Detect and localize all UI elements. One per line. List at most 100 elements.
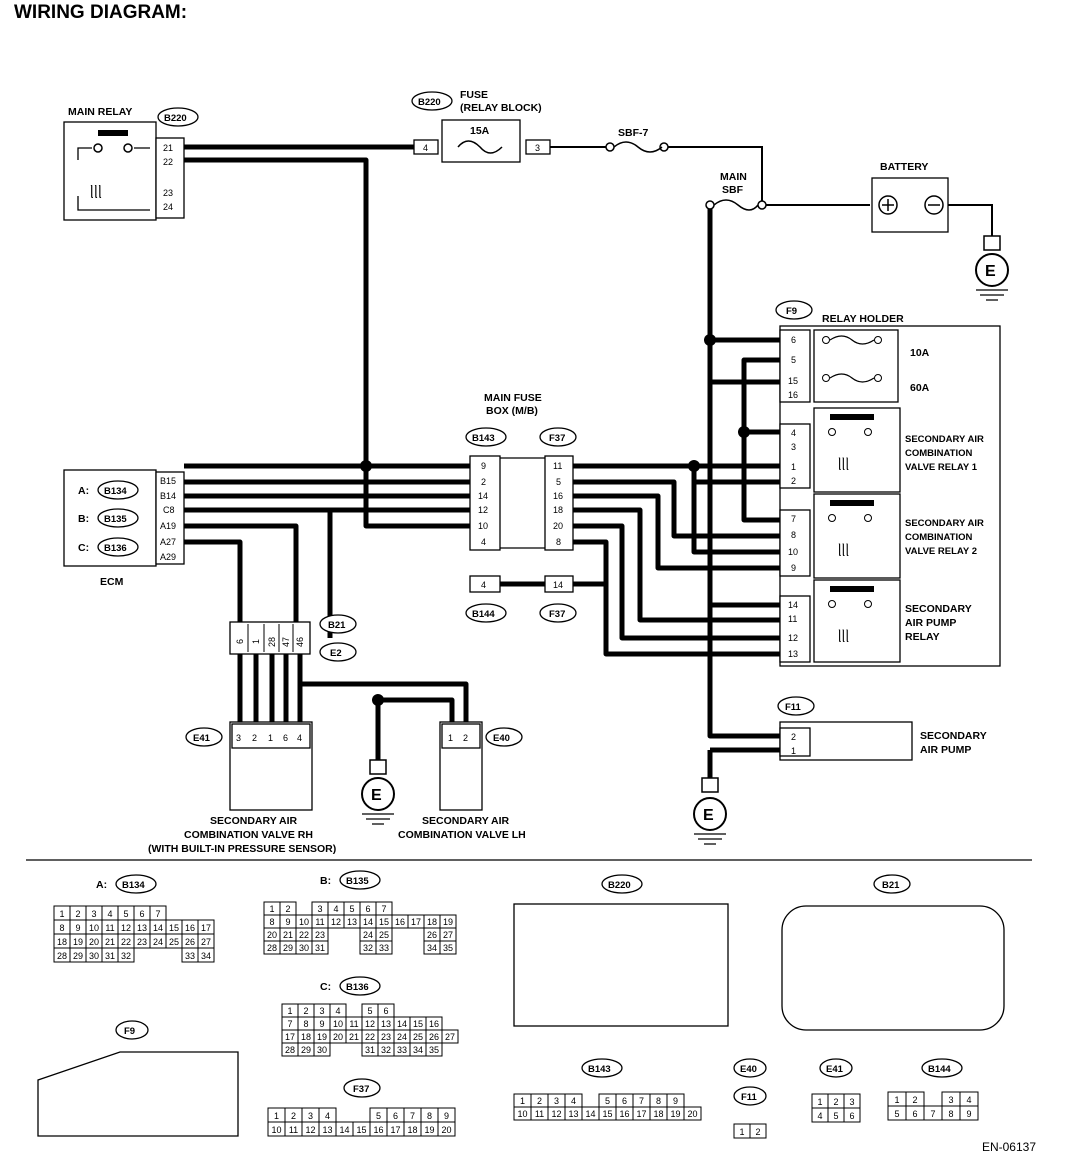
pin-label: 9 [966, 1109, 971, 1119]
svg-text:E: E [985, 263, 996, 280]
main-relay: MAIN RELAY ᥣᥣᥣ B220 21 22 23 24 [63, 106, 199, 221]
pin-label: 12 [551, 1109, 561, 1119]
pin-label: 7 [155, 909, 160, 919]
svg-text:VALVE RELAY 1: VALVE RELAY 1 [905, 462, 978, 473]
svg-text:B143: B143 [472, 433, 495, 444]
pin-label: 22 [365, 1032, 375, 1042]
pin-label: 29 [283, 943, 293, 953]
pin-label: 31 [315, 943, 325, 953]
svg-text:F11: F11 [785, 702, 802, 713]
svg-text:SECONDARY AIR: SECONDARY AIR [905, 518, 984, 529]
pin-label: 3 [849, 1097, 854, 1107]
pin-cell [197, 947, 215, 963]
pin-label: 25 [379, 930, 389, 940]
pin-label: 11 [289, 1125, 298, 1135]
svg-text:4: 4 [297, 733, 302, 743]
wire-e40-1 [300, 681, 469, 724]
main-fuse-box: MAIN FUSE BOX (M/B) B143 F37 9 2 14 12 1… [465, 392, 577, 623]
pin-label: 10 [517, 1109, 527, 1119]
svg-text:F11: F11 [741, 1092, 758, 1103]
pin-label: 10 [271, 1125, 281, 1135]
pin-label: 6 [365, 904, 370, 914]
pin-label: 22 [121, 937, 131, 947]
svg-text:20: 20 [553, 521, 563, 531]
pin-label: 28 [57, 951, 67, 961]
svg-text:B:: B: [78, 513, 89, 525]
svg-text:12: 12 [478, 505, 488, 515]
pin-cell [959, 1105, 979, 1121]
pin-label: 7 [639, 1096, 644, 1106]
pin-label: 11 [535, 1109, 544, 1119]
svg-text:6: 6 [235, 639, 245, 644]
pin-label: 14 [397, 1019, 407, 1029]
pin-label: 18 [57, 937, 67, 947]
pin-label: 8 [269, 917, 274, 927]
svg-text:23: 23 [163, 188, 173, 198]
pin-label: 20 [267, 930, 277, 940]
pin-label: 35 [429, 1045, 439, 1055]
pin-label: 4 [817, 1111, 822, 1121]
pin-label: 10 [333, 1019, 343, 1029]
svg-text:14: 14 [788, 600, 798, 610]
pin-label: 24 [153, 937, 163, 947]
svg-text:2: 2 [481, 477, 486, 487]
svg-text:4: 4 [791, 428, 796, 438]
svg-text:F9: F9 [124, 1026, 135, 1037]
wire-f37-8 [572, 539, 780, 657]
pin-label: 14 [363, 917, 373, 927]
pin-label: 3 [948, 1095, 953, 1105]
svg-text:(RELAY BLOCK): (RELAY BLOCK) [460, 102, 542, 114]
pin-label: 17 [285, 1032, 295, 1042]
pin-label: 16 [619, 1109, 629, 1119]
pin-label: 19 [443, 917, 453, 927]
pin-label: 30 [299, 943, 309, 953]
joint-connector-b21: 6 1 28 47 46 B21 E2 [229, 614, 357, 662]
svg-text:B135: B135 [346, 876, 369, 887]
pin-label: 2 [755, 1127, 760, 1137]
svg-text:15A: 15A [470, 125, 490, 137]
pin-label: 22 [299, 930, 309, 940]
valve-rh: E41 3 2 1 6 4 SECONDARY AIR COMBINATION … [148, 721, 336, 855]
pin-label: 5 [605, 1096, 610, 1106]
pin-label: 6 [139, 909, 144, 919]
pin-label: 2 [291, 1111, 296, 1121]
pin-label: 1 [274, 1111, 279, 1121]
svg-text:MAIN FUSE: MAIN FUSE [484, 392, 542, 404]
pin-label: 29 [73, 951, 83, 961]
pin-label: 34 [413, 1045, 423, 1055]
pin-label: 4 [107, 909, 112, 919]
pin-label: 17 [411, 917, 421, 927]
wire-e40-ground [375, 697, 455, 760]
svg-text:F37: F37 [549, 609, 565, 620]
pin-label: 4 [333, 904, 338, 914]
svg-text:B220: B220 [608, 880, 631, 891]
svg-text:SECONDARY AIR: SECONDARY AIR [905, 434, 984, 445]
svg-text:4: 4 [423, 143, 428, 153]
wire-f37-16 [572, 493, 780, 571]
wire-a27 [184, 523, 299, 638]
svg-text:C8: C8 [163, 505, 175, 515]
svg-text:1: 1 [448, 733, 453, 743]
pin-label: 28 [285, 1045, 295, 1055]
pin-label: 12 [121, 923, 131, 933]
pin-label: 24 [397, 1032, 407, 1042]
svg-text:9: 9 [481, 461, 486, 471]
wire-relay22-fusebox [184, 157, 470, 529]
svg-text:COMBINATION VALVE RH: COMBINATION VALVE RH [184, 829, 313, 841]
pin-label: 18 [407, 1125, 417, 1135]
pin-label: 15 [356, 1125, 366, 1135]
pin-label: 17 [390, 1125, 400, 1135]
svg-text:E40: E40 [740, 1064, 757, 1075]
pin-label: 21 [105, 937, 115, 947]
pin-label: 24 [363, 930, 373, 940]
pin-label: 5 [376, 1111, 381, 1121]
svg-text:7: 7 [791, 514, 796, 524]
svg-text:2: 2 [791, 476, 796, 486]
pin-label: 26 [427, 930, 437, 940]
page-title: WIRING DIAGRAM: [14, 2, 188, 23]
svg-text:B21: B21 [882, 880, 900, 891]
pin-label: 33 [185, 951, 195, 961]
